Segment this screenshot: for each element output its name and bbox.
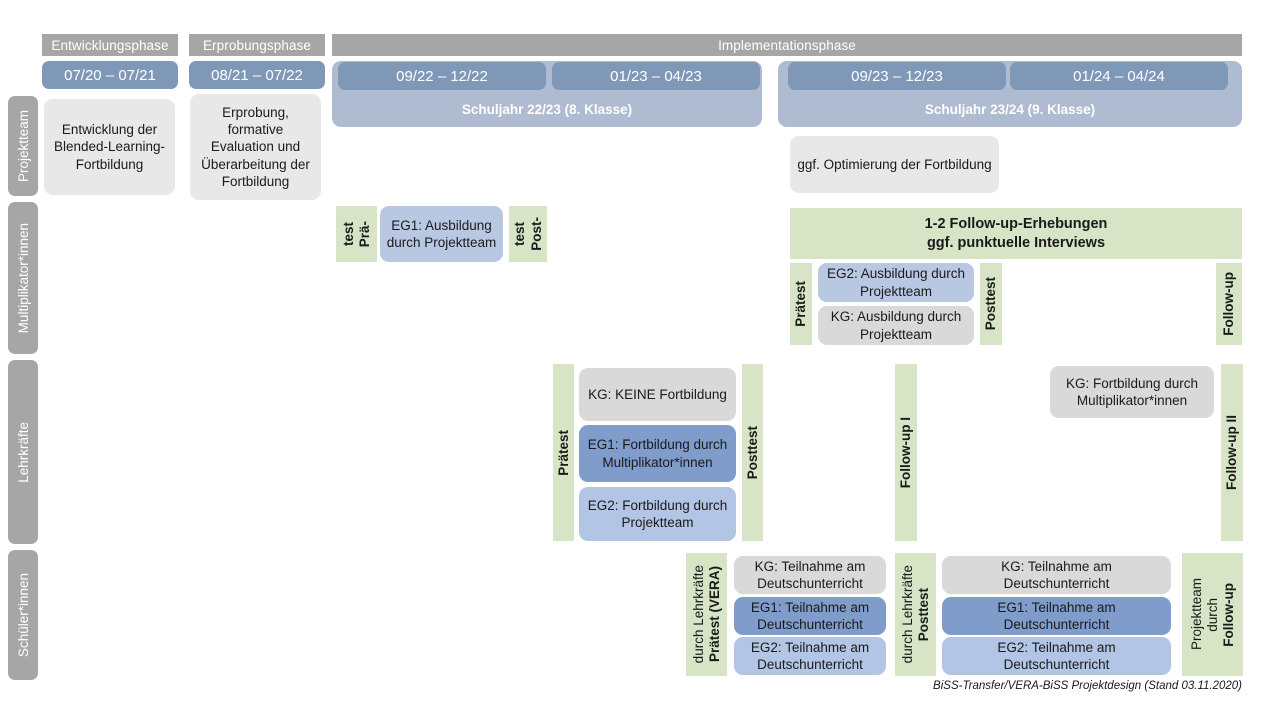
phase-header-implementationsphase: Implementationsphase — [332, 34, 1242, 56]
strip-lehrkraefte-followup-1-text: Follow-up I — [898, 416, 914, 489]
strip-lehrkraefte-posttest: Posttest — [742, 364, 763, 541]
card-schueler-eg2-1: EG2: Teilnahme am Deutschunterricht — [734, 637, 886, 675]
row-label-projektteam: Projektteam — [8, 96, 38, 196]
strip-lehrkraefte-posttest-text: Posttest — [744, 425, 760, 480]
card-multiplikator-kg-ausbildung: KG: Ausbildung durch Projektteam — [818, 306, 974, 345]
strip-multiplikator-praetest-text: Prätest — [793, 281, 809, 327]
banner-line-2: ggf. punktuelle Interviews — [926, 234, 1106, 251]
row-label-projektteam-text: Projektteam — [15, 109, 31, 183]
period-chip-01-23-04-23: 01/23 – 04/23 — [552, 62, 760, 90]
strip-schueler-followup-reg-2: Projektteam — [1188, 578, 1204, 651]
period-chip-08-21-07-22: 08/21 – 07/22 — [189, 61, 325, 89]
card-multiplikator-eg1-ausbildung: EG1: Ausbildung durch Projektteam — [380, 206, 503, 262]
card-lehrkraefte-kg-keine: KG: KEINE Fortbildung — [579, 368, 736, 421]
card-schueler-eg1-2: EG1: Teilnahme am Deutschunterricht — [942, 597, 1171, 635]
row-label-lehrkraefte: Lehrkräfte — [8, 360, 38, 544]
card-lehrkraefte-eg1: EG1: Fortbildung durch Multiplikator*inn… — [579, 425, 736, 482]
footer-caption: BiSS-Transfer/VERA-BiSS Projektdesign (S… — [933, 680, 1242, 692]
strip-posttest-line1: Post- — [528, 217, 544, 251]
card-lehrkraefte-kg-fortbildung: KG: Fortbildung durch Multiplikator*inne… — [1050, 366, 1214, 418]
strip-lehrkraefte-followup-2: Follow-up II — [1221, 364, 1243, 541]
strip-multiplikator-posttest: Posttest — [980, 263, 1002, 345]
strip-schueler-posttest-reg: durch Lehrkräfte — [899, 565, 915, 664]
period-chip-09-22-12-22: 09/22 – 12/22 — [338, 62, 546, 90]
card-lehrkraefte-eg2: EG2: Fortbildung durch Projektteam — [579, 487, 736, 541]
period-chip-07-20-07-21: 07/20 – 07/21 — [42, 61, 178, 89]
strip-multiplikator-praetest-short: Prä- test — [336, 206, 377, 262]
strip-multiplikator-posttest-short: Post- test — [509, 206, 547, 262]
strip-schueler-followup-bold: Follow-up — [1221, 582, 1237, 647]
card-erprobung-evaluation: Erprobung, formative Evaluation und Über… — [190, 94, 321, 200]
strip-schueler-followup-reg-1: durch — [1204, 597, 1220, 632]
row-label-lehrkraefte-text: Lehrkräfte — [15, 421, 31, 483]
row-label-schuelerinnen: Schüler*innen — [8, 550, 38, 680]
strip-lehrkraefte-followup-1: Follow-up I — [895, 364, 917, 541]
strip-schueler-followup: Follow-up durch Projektteam — [1182, 553, 1243, 676]
row-label-schuelerinnen-text: Schüler*innen — [15, 572, 31, 658]
strip-praetest-line2: test — [340, 221, 356, 246]
card-schueler-kg-2: KG: Teilnahme am Deutschunterricht — [942, 556, 1171, 594]
strip-schueler-praetest-vera: Prätest (VERA) durch Lehrkräfte — [686, 553, 727, 676]
banner-line-1: 1-2 Follow-up-Erhebungen — [924, 215, 1108, 232]
phase-header-erprobungsphase: Erprobungsphase — [189, 34, 325, 56]
school-year-label-22-23: Schuljahr 22/23 (8. Klasse) — [461, 101, 633, 117]
card-schueler-eg2-2: EG2: Teilnahme am Deutschunterricht — [942, 637, 1171, 675]
strip-multiplikator-posttest-text: Posttest — [983, 277, 999, 331]
period-chip-01-24-04-24: 01/24 – 04/24 — [1010, 62, 1228, 90]
card-schueler-eg1-1: EG1: Teilnahme am Deutschunterricht — [734, 597, 886, 635]
strip-schueler-posttest-bold: Posttest — [916, 587, 931, 642]
strip-lehrkraefte-followup-2-text: Follow-up II — [1224, 415, 1240, 490]
strip-multiplikator-followup: Follow-up — [1216, 263, 1242, 345]
phase-header-entwicklungsphase: Entwicklungsphase — [42, 34, 178, 56]
strip-schueler-praetest-bold: Prätest (VERA) — [707, 566, 722, 663]
card-multiplikator-eg2-ausbildung: EG2: Ausbildung durch Projektteam — [818, 263, 974, 302]
row-label-multiplikatorinnen-text: Multiplikator*innen — [15, 222, 31, 334]
strip-posttest-line2: test — [512, 221, 528, 246]
period-chip-09-23-12-23: 09/23 – 12/23 — [788, 62, 1006, 90]
card-entwicklung-fortbildung: Entwicklung der Blended-Learning-Fortbil… — [44, 99, 175, 195]
strip-multiplikator-praetest: Prätest — [790, 263, 812, 345]
row-label-multiplikatorinnen: Multiplikator*innen — [8, 202, 38, 354]
strip-multiplikator-followup-text: Follow-up — [1221, 272, 1237, 336]
strip-lehrkraefte-praetest: Prätest — [553, 364, 574, 541]
card-schueler-kg-1: KG: Teilnahme am Deutschunterricht — [734, 556, 886, 594]
banner-follow-up-erhebungen: 1-2 Follow-up-Erhebungen ggf. punktuelle… — [790, 208, 1242, 259]
card-ggf-optimierung: ggf. Optimierung der Fortbildung — [790, 136, 999, 193]
strip-schueler-praetest-reg: durch Lehrkräfte — [690, 565, 706, 664]
strip-lehrkraefte-praetest-text: Prätest — [555, 429, 571, 476]
school-year-label-23-24: Schuljahr 23/24 (9. Klasse) — [924, 101, 1096, 117]
strip-schueler-posttest: Posttest durch Lehrkräfte — [895, 553, 936, 676]
strip-praetest-line1: Prä- — [357, 220, 372, 248]
